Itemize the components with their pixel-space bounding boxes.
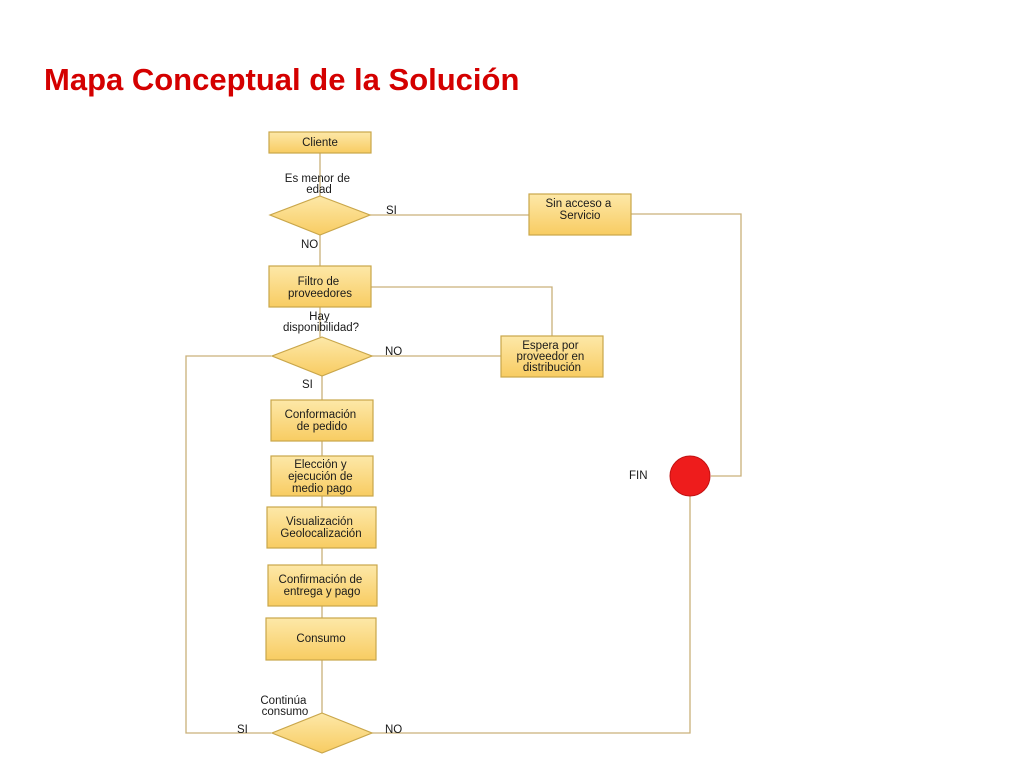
- box-visualizacion: [266, 506, 377, 549]
- svg-text:Elección y ejecución de: Elección y ejecución de medio pago: [288, 459, 356, 495]
- edge-sinacceso-to-fin: [631, 213, 742, 477]
- svg-text:Visualización Geolocaliz: Visualización Geolocalización: [280, 516, 361, 540]
- visualizacion-text-2: Geolocalización: [280, 528, 361, 540]
- node-fin: FIN: [629, 455, 711, 497]
- box-conformacion: [270, 399, 374, 442]
- edge-labels: SI NO NO SI SI NO: [237, 205, 402, 736]
- node-continua: Continúa consumo: [260, 695, 374, 754]
- continua-text-2: consumo: [262, 706, 309, 718]
- diamond-menor-edad: [268, 195, 372, 236]
- svg-text:Sin acceso a Servicio: Sin acceso a Servicio: [545, 198, 614, 222]
- confirmacion-text-2: entrega y pago: [284, 586, 361, 598]
- continua-text-1: Continúa: [260, 695, 307, 707]
- conformacion-text-1: Conformación: [285, 409, 357, 421]
- sin-acceso-text-1: Sin acceso a: [545, 198, 611, 210]
- node-conformacion: Conformación de pedido: [270, 399, 374, 442]
- espera-text-1: Espera por: [522, 340, 578, 352]
- box-eleccion: [270, 455, 374, 497]
- node-sin-acceso: Sin acceso a Servicio: [528, 193, 632, 236]
- box-consumo: [265, 617, 377, 661]
- menor-edad-text-1: Es menor de: [285, 173, 350, 185]
- filtro-text-2: proveedores: [288, 288, 352, 300]
- diamond-disponibilidad: [270, 336, 374, 377]
- filtro-text-1: Filtro de: [298, 276, 340, 288]
- espera-text-3: distribución: [523, 362, 581, 374]
- sin-acceso-text-2: Servicio: [560, 210, 601, 222]
- box-espera: [500, 335, 604, 378]
- label-disponibilidad-si: SI: [302, 379, 313, 391]
- edge-continua-si-loop: [185, 355, 271, 734]
- consumo-text-1: Consumo: [296, 633, 345, 645]
- eleccion-text-1: Elección y: [294, 459, 347, 471]
- svg-text:Conformación de pedido: Conformación de pedido: [285, 409, 360, 433]
- edge-filtro-to-espera: [371, 286, 553, 336]
- box-cliente: [268, 131, 372, 154]
- svg-text:Confirmación de entrega: Confirmación de entrega y pago: [279, 574, 366, 598]
- diamond-continua: [270, 712, 374, 754]
- fin-label: FIN: [629, 470, 648, 482]
- node-espera: Espera por proveedor en distribución: [500, 335, 604, 378]
- box-sin-acceso: [528, 193, 632, 236]
- svg-text:Hay disponibilidad?: Hay disponibilidad?: [283, 311, 359, 334]
- eleccion-text-2: ejecución de: [288, 471, 353, 483]
- visualizacion-text-1: Visualización: [286, 516, 353, 528]
- node-filtro: Filtro de proveedores: [268, 265, 372, 308]
- espera-text-2: proveedor en: [517, 351, 585, 363]
- confirmacion-text-1: Confirmación de: [279, 574, 363, 586]
- svg-text:Cliente: Cliente: [302, 137, 338, 149]
- node-visualizacion: Visualización Geolocalización: [266, 506, 377, 549]
- node-menor-edad: Es menor de edad: [268, 173, 372, 236]
- eleccion-text-3: medio pago: [292, 483, 352, 495]
- fin-end-circle: [669, 455, 711, 497]
- node-disponibilidad: Hay disponibilidad?: [270, 311, 374, 377]
- node-eleccion: Elección y ejecución de medio pago: [270, 455, 374, 497]
- label-continua-no: NO: [385, 724, 402, 736]
- disponibilidad-text-1: Hay: [309, 311, 330, 323]
- label-continua-si: SI: [237, 724, 248, 736]
- svg-text:Es menor de edad: Es menor de edad: [285, 173, 353, 196]
- node-confirmacion: Confirmación de entrega y pago: [267, 564, 378, 607]
- cliente-text-1: Cliente: [302, 137, 338, 149]
- edge-continua-no-to-fin: [371, 490, 691, 734]
- box-confirmacion: [267, 564, 378, 607]
- label-disponibilidad-no: NO: [385, 346, 402, 358]
- label-edad-no: NO: [301, 239, 318, 251]
- svg-text:Filtro de proveedores: Filtro de proveedores: [288, 276, 352, 300]
- edges: [185, 153, 742, 734]
- page-title: Mapa Conceptual de la Solución: [44, 62, 520, 97]
- box-filtro: [268, 265, 372, 308]
- svg-text:Consumo: Consumo: [296, 633, 345, 645]
- disponibilidad-text-2: disponibilidad?: [283, 322, 359, 334]
- label-edad-si: SI: [386, 205, 397, 217]
- svg-text:Continúa consumo: Continúa consumo: [260, 695, 309, 718]
- conformacion-text-2: de pedido: [297, 421, 348, 433]
- svg-text:Espera por proveedor en: Espera por proveedor en distribución: [517, 340, 588, 374]
- menor-edad-text-2: edad: [306, 184, 332, 196]
- node-cliente: Cliente: [268, 131, 372, 154]
- node-consumo: Consumo: [265, 617, 377, 661]
